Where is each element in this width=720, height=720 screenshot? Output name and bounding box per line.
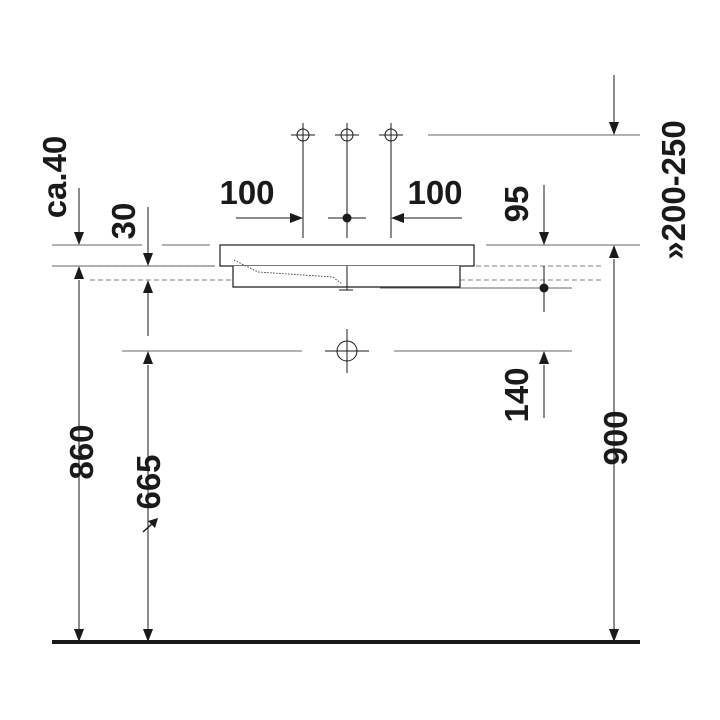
tap-hole-right [379, 123, 403, 238]
waste-outlet-icon [122, 329, 572, 373]
label-95: 95 [498, 186, 535, 223]
dim-860 [74, 266, 84, 642]
dim-100-left-arrow [236, 213, 303, 223]
label-30: 30 [105, 203, 142, 240]
reference-lines [52, 134, 640, 289]
label-100-left: 100 [219, 174, 274, 211]
dim-100-right-arrow [391, 213, 462, 223]
basin [219, 244, 475, 291]
dim-140 [539, 351, 549, 418]
label-860: 860 [63, 424, 100, 479]
label-665: 665 [130, 454, 167, 509]
dim-200-250 [609, 75, 619, 135]
label-100-right: 100 [407, 174, 462, 211]
label-200-250: »200-250 [655, 120, 692, 259]
tap-hole-center [328, 123, 366, 238]
label-900: 900 [597, 410, 634, 465]
dim-900 [609, 245, 619, 642]
label-140: 140 [498, 367, 535, 422]
dim-95 [539, 185, 549, 312]
arrow-icon [142, 518, 158, 533]
tap-hole-left [291, 123, 315, 238]
dim-ca40 [74, 188, 84, 245]
label-ca40: ca.40 [36, 136, 73, 219]
dim-665 [143, 351, 153, 642]
dim-30 [143, 207, 153, 336]
